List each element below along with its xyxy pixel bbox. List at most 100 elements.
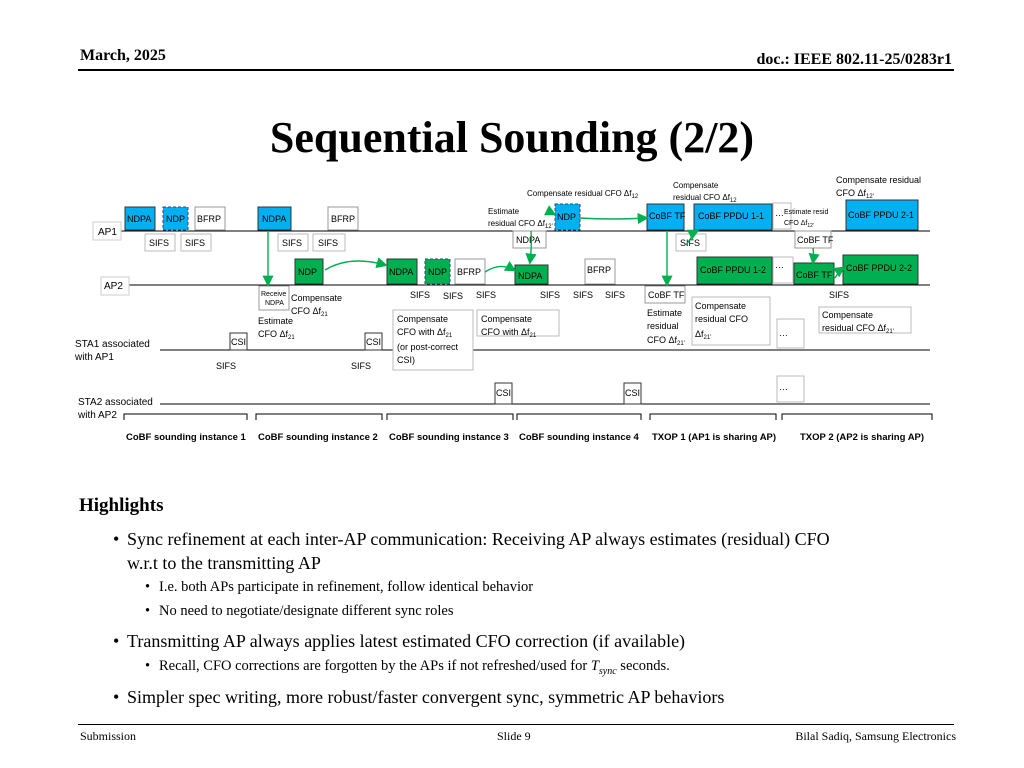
frame-csi bbox=[623, 382, 642, 405]
frame-label: NDPA bbox=[265, 300, 284, 307]
sta2-label-line1: STA2 associated bbox=[78, 397, 153, 408]
frame-label: CSI bbox=[366, 337, 381, 347]
note-csi-paren: CSI) bbox=[397, 355, 415, 365]
note-estimate: Estimate bbox=[647, 308, 682, 318]
note-or-post: (or post-correct bbox=[397, 342, 459, 352]
note-residual-cfo: residual CFO bbox=[695, 314, 748, 324]
frame-label: NDPA bbox=[389, 267, 413, 277]
note-estimate: Estimate bbox=[488, 207, 520, 216]
note-estimate: Estimate bbox=[258, 316, 293, 326]
bullet-text: Transmitting AP always applies latest es… bbox=[127, 631, 686, 651]
frame-label: NDPA bbox=[516, 235, 540, 245]
sta1-label-line1: STA1 associated bbox=[75, 339, 150, 350]
note-cfo-21b: CFO Δf21 bbox=[258, 329, 295, 341]
instance-2-label: CoBF sounding instance 2 bbox=[258, 432, 378, 443]
frame-ppdu-22 bbox=[842, 254, 919, 285]
frame-ndpa bbox=[386, 258, 418, 285]
frame-csi bbox=[494, 382, 513, 405]
note-delta-21: Δf21' bbox=[695, 329, 711, 341]
svg-text:SIFS: SIFS bbox=[680, 238, 700, 248]
instance-1-label: CoBF sounding instance 1 bbox=[126, 432, 247, 443]
svg-text:SIFS: SIFS bbox=[540, 290, 560, 300]
frame-ppdu-12 bbox=[696, 256, 773, 285]
ap1-frames: NDPA NDP BFRP NDPA BFRP NDP NDPA CoBF TF… bbox=[124, 199, 919, 249]
svg-text:…: … bbox=[779, 382, 788, 392]
footer-center: Slide 9 bbox=[497, 729, 531, 743]
frame-label: NDP bbox=[557, 212, 576, 222]
bullet-dot: • bbox=[145, 603, 151, 619]
frame-label: CoBF PPDU 1-2 bbox=[700, 265, 766, 275]
footer-right: Bilal Sadiq, Samsung Electronics bbox=[795, 729, 956, 743]
sta1-label-line2: with AP1 bbox=[74, 352, 114, 363]
frame-ndpa bbox=[257, 206, 292, 231]
frame-bfrp bbox=[327, 206, 359, 231]
svg-text:SIFS: SIFS bbox=[351, 361, 371, 371]
frame-label: CoBF TF bbox=[649, 211, 686, 221]
bullet-1-sub-1: • I.e. both APs participate in refinement… bbox=[145, 579, 935, 596]
svg-text:SIFS: SIFS bbox=[410, 290, 430, 300]
note-residual-12: residual CFO Δf12 bbox=[673, 193, 737, 204]
frame-ndpa bbox=[514, 264, 549, 285]
frame-ndpa bbox=[512, 230, 547, 249]
row-labels: AP1 AP2 STA1 associated with AP1 STA2 as… bbox=[74, 221, 153, 421]
frame-ppdu-11 bbox=[693, 203, 773, 231]
frame-bfrp bbox=[194, 206, 226, 231]
sta2-label-line2: with AP2 bbox=[77, 410, 117, 421]
svg-text:SIFS: SIFS bbox=[282, 238, 302, 248]
bullet-1: •Sync refinement at each inter-AP commun… bbox=[113, 527, 928, 575]
note-resid-cfo-21: residual CFO Δf21' bbox=[822, 323, 894, 335]
frame-label: BFRP bbox=[587, 265, 611, 275]
bullet-dot: • bbox=[145, 579, 151, 595]
frame-label: BFRP bbox=[457, 267, 481, 277]
frame-csi bbox=[229, 332, 248, 351]
note-cfo-21p: CFO Δf21' bbox=[647, 335, 685, 347]
note-compensate: Compensate bbox=[397, 314, 448, 324]
note-residual: residual bbox=[647, 321, 679, 331]
note-compensate: Compensate bbox=[291, 293, 342, 303]
frame-label: CoBF PPDU 2-1 bbox=[848, 210, 914, 220]
frame-label: CoBF PPDU 1-1 bbox=[698, 211, 764, 221]
bullet-dot: • bbox=[145, 658, 151, 674]
txop-1-label: TXOP 1 (AP1 is sharing AP) bbox=[652, 432, 776, 443]
bullet-dot: • bbox=[113, 631, 120, 651]
frame-label: CSI bbox=[231, 337, 246, 347]
frame-label: NDPA bbox=[127, 214, 151, 224]
frame-label: NDP bbox=[298, 267, 317, 277]
bullet-text: Simpler spec writing, more robust/faster… bbox=[127, 687, 725, 707]
frame-label: NDPA bbox=[262, 214, 286, 224]
frame-label: Receive bbox=[261, 291, 286, 298]
sta-frames: CSI CSI SIFS SIFS CSI CSI … … … … bbox=[216, 202, 805, 405]
ap1-label: AP1 bbox=[98, 227, 117, 238]
svg-text:SIFS: SIFS bbox=[185, 238, 205, 248]
sounding-timing-diagram: AP1 AP2 STA1 associated with AP1 STA2 as… bbox=[74, 175, 933, 443]
svg-text:SIFS: SIFS bbox=[476, 290, 496, 300]
bullet-text: seconds. bbox=[616, 658, 670, 674]
bullet-2: • Transmitting AP always applies latest e… bbox=[113, 629, 928, 653]
t-sync-var: T bbox=[590, 658, 599, 674]
bullet-text: I.e. both APs participate in refinement,… bbox=[159, 579, 534, 595]
header-doc-id: doc.: IEEE 802.11-25/0283r1 bbox=[756, 51, 952, 68]
frame-label: CoBF TF bbox=[796, 270, 833, 280]
note-comp-residual: Compensate residual bbox=[836, 175, 921, 185]
bullet-2-sub-1: • Recall, CFO corrections are forgotten b… bbox=[145, 658, 935, 677]
note-cfo-with-21: CFO with Δf21 bbox=[481, 327, 537, 339]
frame-label: CoBF PPDU 2-2 bbox=[846, 263, 912, 273]
frame-label: CoBF TF bbox=[648, 290, 685, 300]
bullet-text: Recall, CFO corrections are forgotten by… bbox=[159, 658, 591, 674]
note-cfo-with-21: CFO with Δf21 bbox=[397, 327, 453, 339]
ap1-sifs: SIFS SIFS SIFS SIFS SIFS bbox=[144, 233, 707, 252]
instance-labels: CoBF sounding instance 1 CoBF sounding i… bbox=[126, 432, 924, 443]
note-estimate-resid: Estimate resid bbox=[784, 209, 828, 216]
frame-label: BFRP bbox=[331, 214, 355, 224]
arrows bbox=[262, 205, 846, 287]
frame-label: NDP bbox=[428, 267, 447, 277]
frame-label: CSI bbox=[625, 388, 640, 398]
frame-csi bbox=[364, 332, 383, 351]
note-cfo-12-small: CFO Δf12' bbox=[784, 220, 814, 229]
header-divider bbox=[78, 69, 954, 71]
frame-bfrp bbox=[454, 258, 486, 285]
frame-bfrp bbox=[584, 258, 616, 285]
frame-ndp bbox=[162, 206, 189, 231]
frame-ndpa bbox=[124, 206, 156, 231]
instance-3-label: CoBF sounding instance 3 bbox=[389, 432, 509, 443]
